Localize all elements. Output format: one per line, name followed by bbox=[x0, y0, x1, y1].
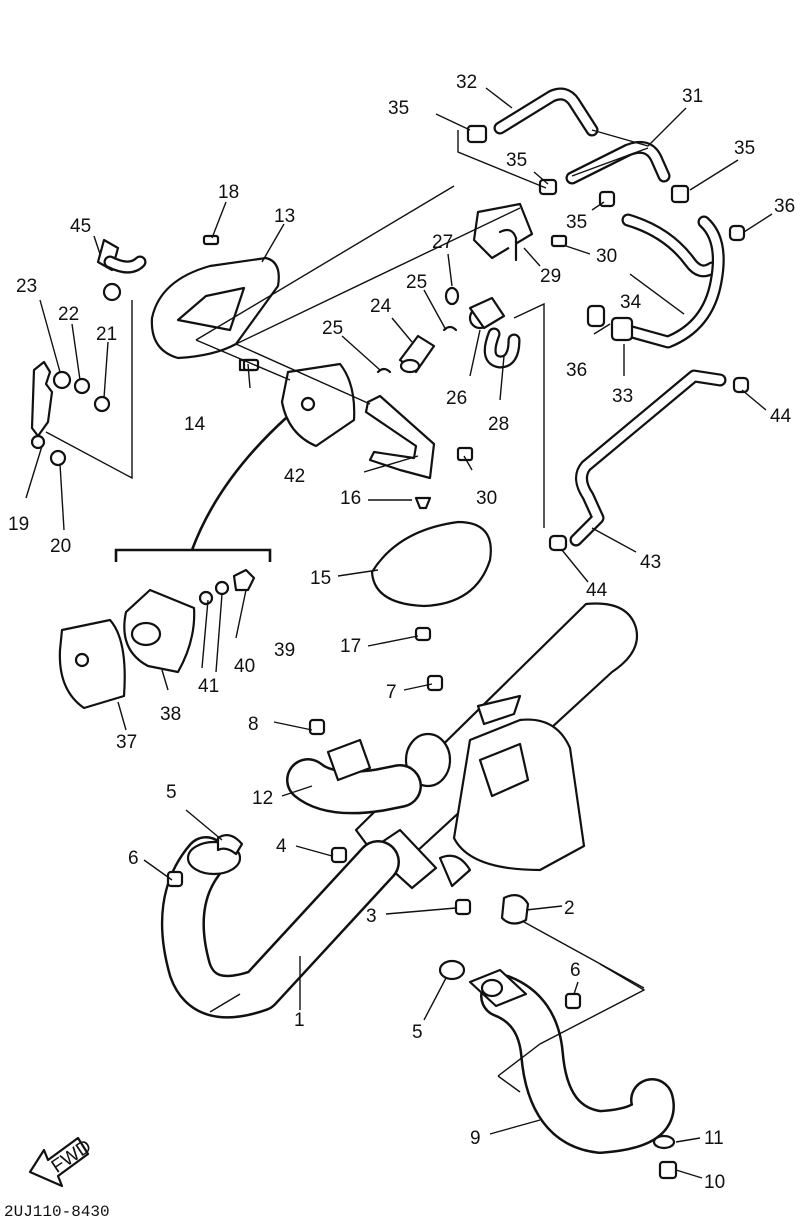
bracket-42 bbox=[364, 394, 474, 480]
leader-lines bbox=[25, 87, 773, 1179]
label-39: 39 bbox=[274, 640, 295, 661]
label-27: 27 bbox=[432, 232, 453, 253]
label-5: 5 bbox=[412, 1022, 423, 1043]
label-18: 18 bbox=[218, 182, 239, 203]
label-6: 6 bbox=[570, 960, 581, 981]
group-bracket bbox=[114, 417, 287, 562]
label-36: 36 bbox=[774, 196, 795, 217]
label-16: 16 bbox=[340, 488, 361, 509]
heat-shield-7 bbox=[452, 694, 586, 872]
label-22: 22 bbox=[58, 304, 79, 325]
label-8: 8 bbox=[248, 714, 259, 735]
label-38: 38 bbox=[160, 704, 181, 725]
label-35: 35 bbox=[566, 212, 587, 233]
label-5: 5 bbox=[166, 782, 177, 803]
label-20: 20 bbox=[50, 536, 71, 557]
label-35: 35 bbox=[388, 98, 409, 119]
box-37 bbox=[58, 618, 126, 710]
hardware-2-4-8 bbox=[166, 674, 530, 925]
hose-24 bbox=[398, 334, 436, 374]
label-15: 15 bbox=[310, 568, 331, 589]
label-7: 7 bbox=[386, 682, 397, 703]
label-40: 40 bbox=[234, 656, 255, 677]
pad-15 bbox=[370, 496, 492, 642]
label-28: 28 bbox=[488, 414, 509, 435]
label-44: 44 bbox=[586, 580, 608, 601]
label-26: 26 bbox=[446, 388, 467, 409]
label-23: 23 bbox=[16, 276, 37, 297]
label-30: 30 bbox=[596, 246, 617, 267]
hose-32 bbox=[493, 87, 599, 137]
pipe-43 bbox=[548, 369, 750, 552]
label-9: 9 bbox=[470, 1128, 481, 1149]
gasket-38 bbox=[123, 568, 256, 674]
diagram-code: 2UJ110-8430 bbox=[4, 1203, 110, 1221]
label-2: 2 bbox=[564, 898, 575, 919]
exhaust-pipe-9 bbox=[438, 959, 678, 1180]
label-31: 31 bbox=[682, 86, 703, 107]
label-13: 13 bbox=[274, 206, 295, 227]
label-29: 29 bbox=[540, 266, 561, 287]
hardware-19-23 bbox=[30, 360, 111, 467]
cover-14 bbox=[242, 358, 356, 448]
label-4: 4 bbox=[276, 836, 287, 857]
air-cleaner-13 bbox=[96, 234, 280, 372]
hose-31 bbox=[565, 140, 671, 185]
exhaust-pipe-1 bbox=[160, 836, 400, 1019]
label-35: 35 bbox=[506, 150, 527, 171]
label-42: 42 bbox=[284, 466, 305, 487]
label-30: 30 bbox=[476, 488, 497, 509]
pipe-12 bbox=[286, 738, 422, 815]
label-1: 1 bbox=[294, 1010, 305, 1031]
label-21: 21 bbox=[96, 324, 117, 345]
label-32: 32 bbox=[456, 72, 477, 93]
valve-26-28 bbox=[376, 286, 521, 374]
label-24: 24 bbox=[370, 296, 392, 317]
label-14: 14 bbox=[184, 414, 206, 435]
label-33: 33 bbox=[612, 386, 633, 407]
reed-valve-29 bbox=[472, 202, 568, 262]
label-19: 19 bbox=[8, 514, 29, 535]
label-6: 6 bbox=[128, 848, 139, 869]
label-43: 43 bbox=[640, 552, 661, 573]
label-45: 45 bbox=[70, 216, 91, 237]
part-labels: 32 35 31 35 35 35 36 27 30 29 25 24 25 2… bbox=[8, 72, 795, 1193]
label-17: 17 bbox=[340, 636, 361, 657]
label-35: 35 bbox=[734, 138, 755, 159]
label-34: 34 bbox=[620, 292, 642, 313]
label-44: 44 bbox=[770, 406, 792, 427]
label-25: 25 bbox=[406, 272, 427, 293]
label-36: 36 bbox=[566, 360, 587, 381]
label-10: 10 bbox=[704, 1172, 725, 1193]
label-12: 12 bbox=[252, 788, 273, 809]
pipe-34 bbox=[621, 213, 746, 349]
fwd-arrow: FWD bbox=[28, 1136, 95, 1188]
label-41: 41 bbox=[198, 676, 219, 697]
label-3: 3 bbox=[366, 906, 377, 927]
nut-33-36 bbox=[586, 304, 634, 342]
label-37: 37 bbox=[116, 732, 137, 753]
clamp-35-top bbox=[466, 124, 690, 208]
label-11: 11 bbox=[704, 1128, 724, 1149]
label-25: 25 bbox=[322, 318, 343, 339]
